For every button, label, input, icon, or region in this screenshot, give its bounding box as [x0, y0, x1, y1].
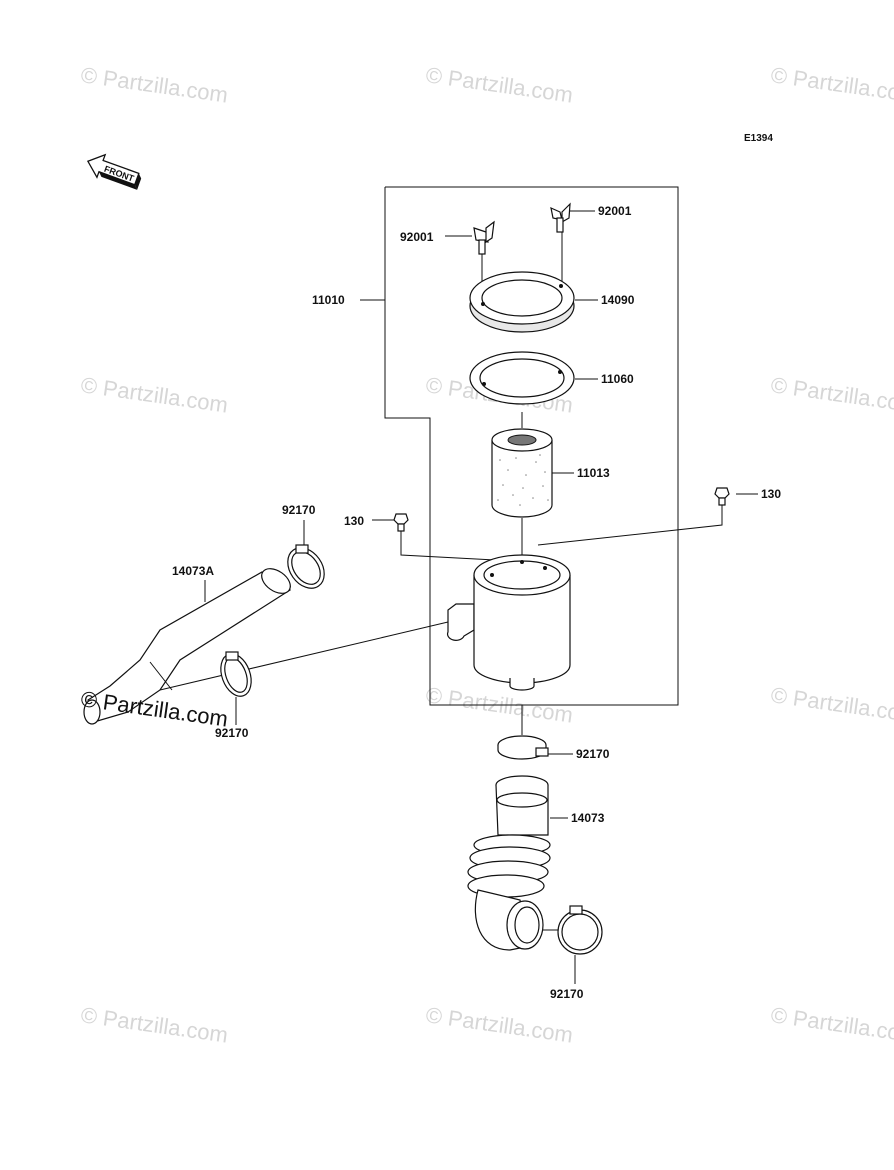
watermark: © Partzilla.com — [769, 62, 894, 107]
wing-bolt-left — [473, 220, 495, 255]
watermark: © Partzilla.com — [79, 62, 229, 107]
watermark: © Partzilla.com — [769, 1002, 894, 1047]
intake-duct-14073A — [83, 568, 292, 725]
watermark: © Partzilla.com — [424, 1002, 574, 1047]
clamp-upper-left — [287, 544, 325, 589]
filter-element — [491, 428, 553, 518]
air-cleaner-housing — [446, 554, 571, 691]
watermark: © Partzilla.com — [79, 1002, 229, 1047]
bolt-left — [393, 513, 409, 532]
label-11013: 11013 — [577, 466, 610, 480]
clamp-mid — [497, 735, 549, 760]
watermark: © Partzilla.com — [769, 682, 894, 727]
gasket — [469, 351, 575, 405]
intake-duct — [467, 775, 551, 951]
front-arrow-icon: FRONT — [86, 153, 142, 190]
assembly-bracket — [360, 186, 679, 706]
diagram-code: E1394 — [744, 133, 773, 144]
label-92170-bottom: 92170 — [550, 987, 584, 1001]
wing-bolt-right — [550, 202, 571, 233]
cover-plate — [469, 271, 575, 333]
label-130-left: 130 — [344, 514, 364, 528]
watermark: © Partzilla.com — [79, 372, 229, 417]
part-labels: 11010 92001 92001 14090 11060 11013 130 … — [172, 204, 781, 1001]
watermark: © Partzilla.com — [769, 372, 894, 417]
clamp-lower-left — [220, 651, 252, 697]
label-92170-lower-left: 92170 — [215, 726, 249, 740]
clamp-bottom — [557, 905, 603, 955]
label-11060: 11060 — [601, 372, 634, 386]
label-14090: 14090 — [601, 293, 635, 307]
label-130-right: 130 — [761, 487, 781, 501]
label-92170-mid: 92170 — [576, 747, 610, 761]
label-92001-left: 92001 — [400, 230, 434, 244]
label-92170-upper-left: 92170 — [282, 503, 316, 517]
watermark: © Partzilla.com — [424, 62, 574, 107]
label-14073A: 14073A — [172, 564, 214, 578]
label-14073: 14073 — [571, 811, 605, 825]
label-92001-right: 92001 — [598, 204, 632, 218]
label-11010: 11010 — [312, 293, 345, 307]
bolt-right — [714, 487, 730, 506]
